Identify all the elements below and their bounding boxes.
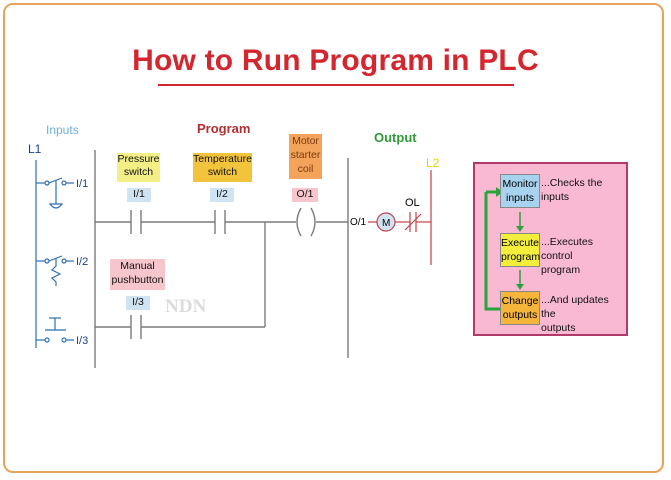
manual-pushbutton-label: Manual pushbutton <box>110 259 165 290</box>
overload-label: OL <box>405 197 420 209</box>
step-change-desc: ...And updates the outputs <box>541 294 609 334</box>
input-label-i3: I/3 <box>76 335 88 347</box>
manual-pushbutton-address: I/3 <box>126 296 150 310</box>
pressure-switch-address: I/1 <box>127 188 151 202</box>
temperature-switch-address: I/2 <box>210 188 234 202</box>
motor-starter-coil-label: Motor starter coil <box>289 134 322 179</box>
watermark: NDN <box>165 296 207 317</box>
input-label-i2: I/2 <box>76 256 88 268</box>
l1-label: L1 <box>28 142 42 156</box>
step-monitor-inputs: Monitor inputs <box>500 174 540 208</box>
output-heading: Output <box>374 130 417 145</box>
step-change-outputs: Change outputs <box>500 291 540 325</box>
title-underline <box>158 84 514 86</box>
program-heading: Program <box>197 121 250 136</box>
scan-cycle-arrows <box>484 187 524 311</box>
step-monitor-desc: ...Checks the inputs <box>541 177 603 203</box>
motor-symbol <box>376 212 396 232</box>
page-title: How to Run Program in PLC <box>132 44 539 77</box>
program-ladder <box>94 150 349 368</box>
temperature-switch-label: Temperature switch <box>193 153 252 182</box>
input-label-i1: I/1 <box>76 178 88 190</box>
inputs-heading: Inputs <box>46 123 79 137</box>
l2-label: L2 <box>426 156 440 170</box>
step-execute-desc: ...Executes control program <box>541 236 593 276</box>
pressure-switch-label: Pressure switch <box>117 153 160 182</box>
step-execute-program: Execute program <box>500 233 540 267</box>
input-wiring <box>35 160 74 348</box>
output-wiring <box>368 170 432 265</box>
motor-label: M <box>382 218 390 229</box>
output-address: O/1 <box>350 217 367 228</box>
motor-starter-coil-address: O/1 <box>292 188 318 202</box>
